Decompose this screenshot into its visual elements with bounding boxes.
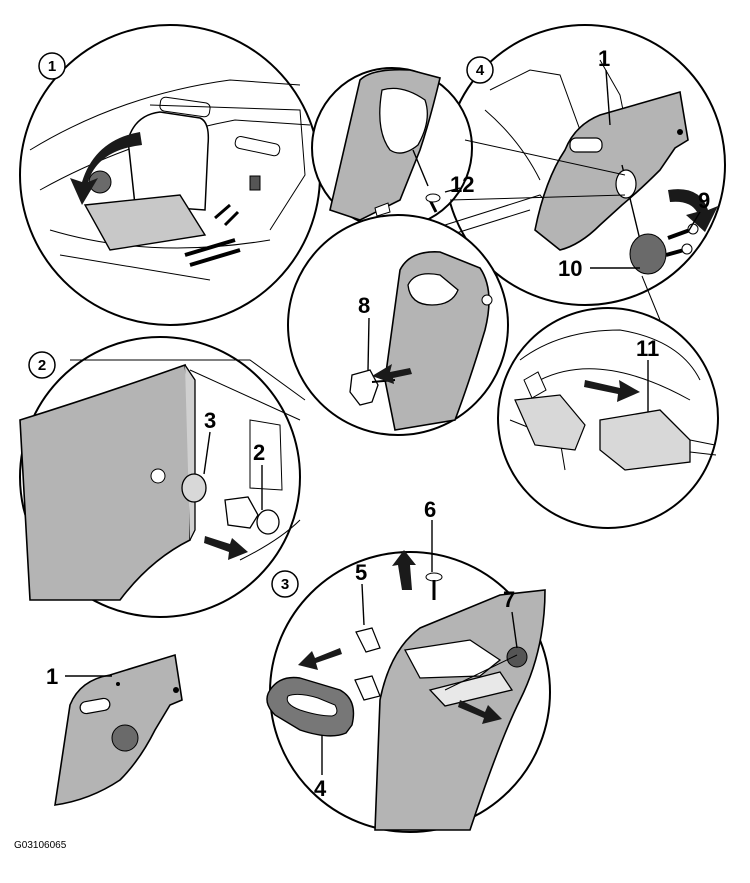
callout-12: 12 (450, 172, 474, 197)
callout-8: 8 (358, 293, 370, 318)
callout-11: 11 (636, 336, 659, 361)
detail-1-trunk-floor: 1 (19, 24, 321, 326)
detail-3-clips-cover: 5 6 7 4 3 (266, 497, 551, 833)
callout-3: 3 (204, 408, 216, 433)
step-2-label: 2 (38, 357, 46, 374)
step-3-label: 3 (281, 576, 289, 593)
callout-5: 5 (355, 560, 367, 585)
overview-panel-1: 1 (46, 653, 183, 806)
detail-2-push-clip: 3 2 2 (19, 336, 306, 618)
callout-10: 10 (558, 256, 582, 281)
callout-4: 4 (314, 776, 327, 801)
callout-7: 7 (503, 587, 515, 612)
callout-1-top: 1 (598, 46, 610, 71)
document-id: G03106065 (14, 840, 67, 851)
step-1-label: 1 (48, 58, 56, 75)
step-4-label: 4 (476, 62, 485, 79)
callout-2: 2 (253, 440, 265, 465)
detail-4-hole-inset: 12 4 (311, 56, 626, 229)
callout-6: 6 (424, 497, 436, 522)
detail-clip-8: 8 (287, 214, 509, 436)
callout-1-bottom: 1 (46, 664, 58, 689)
detail-connector-11: 11 (497, 275, 719, 529)
callout-9: 9 (698, 188, 710, 213)
